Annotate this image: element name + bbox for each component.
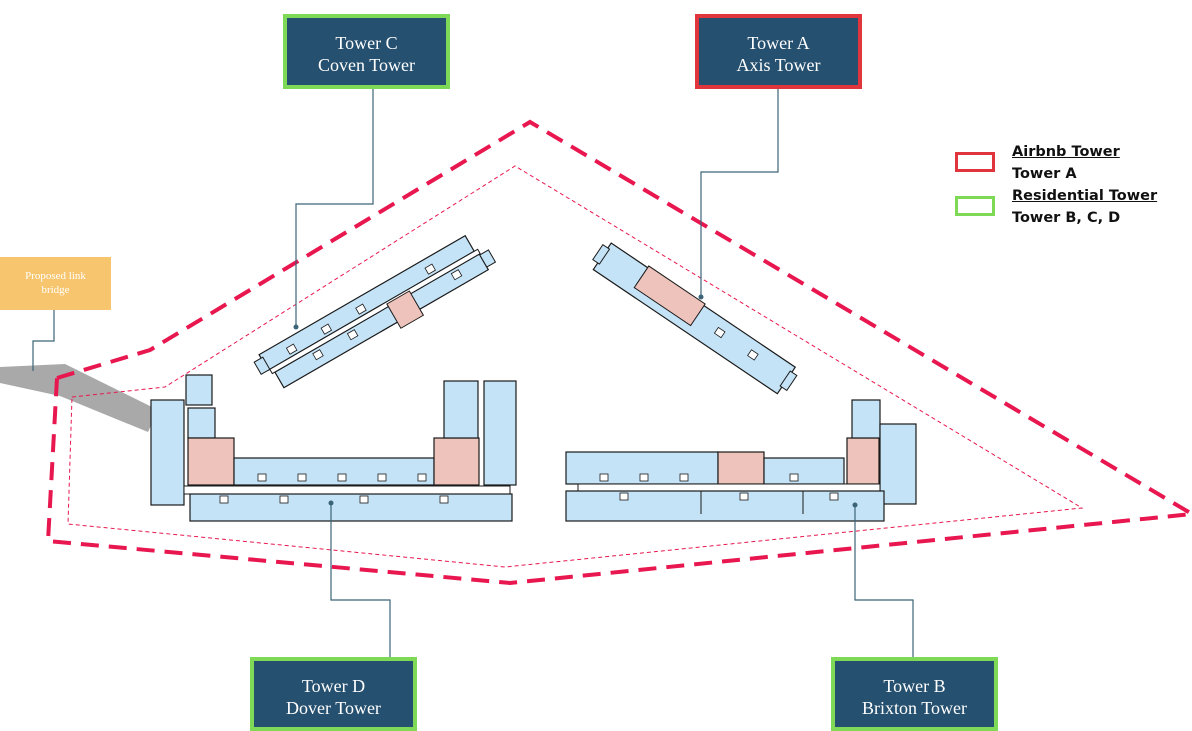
tower-b-label: Tower B Brixton Tower — [831, 657, 998, 731]
legend-title-residential: Residential Tower — [1012, 188, 1158, 204]
tower-c-title: Coven Tower — [318, 55, 415, 75]
tower-a-title: Axis Tower — [736, 55, 821, 75]
legend-swatch-residential — [955, 196, 995, 216]
outer-site-boundary — [45, 119, 1192, 586]
legend: Airbnb Tower Tower A Residential Tower T… — [955, 144, 1187, 232]
legend-item-residential: Residential Tower Tower B, C, D — [955, 188, 1187, 232]
legend-title-airbnb: Airbnb Tower — [1012, 144, 1120, 160]
tower-a-leader-line — [700, 89, 779, 297]
inner-site-boundary — [67, 165, 1084, 568]
tower-d-building — [150, 374, 517, 522]
tower-b-building — [565, 399, 917, 522]
tower-c-leader-dot — [293, 324, 299, 330]
tower-b-title: Brixton Tower — [862, 698, 967, 718]
tower-b-name: Tower B — [883, 676, 946, 696]
tower-c-leader-line — [295, 89, 374, 327]
tower-c-label: Tower C Coven Tower — [283, 14, 450, 89]
link-bridge-line1: Proposed link — [25, 270, 86, 282]
tower-d-leader-line — [330, 503, 391, 660]
legend-sub-residential: Tower B, C, D — [1012, 210, 1121, 226]
legend-sub-airbnb: Tower A — [1012, 166, 1077, 182]
tower-c-name: Tower C — [335, 33, 398, 53]
link-bridge-line2: bridge — [41, 284, 70, 296]
tower-a-building — [592, 242, 798, 395]
tower-b-leader-dot — [852, 502, 858, 508]
tower-d-title: Dover Tower — [286, 698, 381, 718]
tower-b-leader-line — [854, 505, 914, 660]
link-bridge-label: Proposed link bridge — [0, 257, 111, 310]
link-bridge-path — [0, 364, 158, 432]
link-bridge-leader-line — [32, 309, 55, 371]
tower-d-name: Tower D — [301, 676, 366, 696]
legend-swatch-airbnb — [955, 152, 995, 172]
tower-a-label: Tower A Axis Tower — [695, 14, 862, 89]
tower-d-label: Tower D Dover Tower — [250, 657, 417, 731]
tower-a-leader-dot — [698, 294, 704, 300]
tower-a-name: Tower A — [747, 33, 810, 53]
tower-c-building — [253, 234, 497, 389]
legend-item-airbnb: Airbnb Tower Tower A — [955, 144, 1187, 188]
tower-d-leader-dot — [328, 500, 334, 506]
